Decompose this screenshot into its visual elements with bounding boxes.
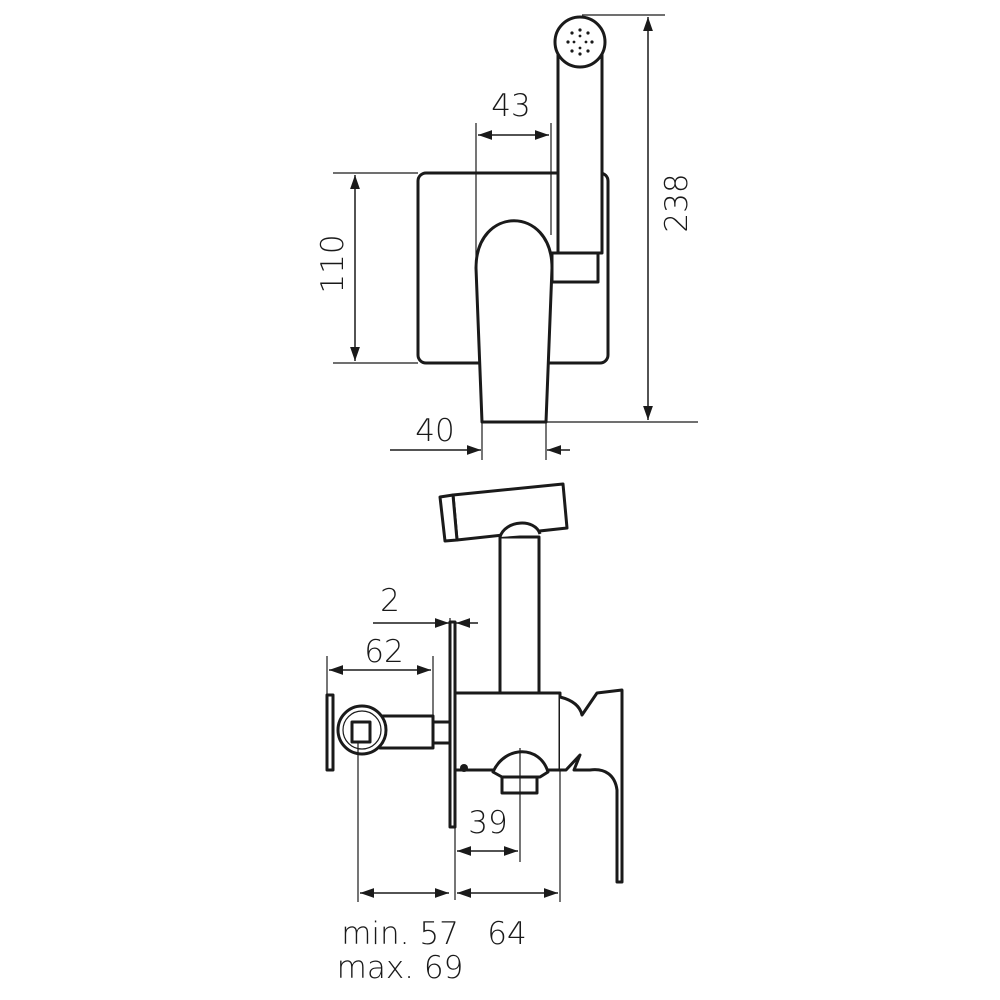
dimension-label-min: min. 57 [341,916,459,952]
shower-head-icon [553,15,607,69]
dimension-label: 43 [491,88,530,124]
front-view: 43 110 238 40 [315,14,698,460]
dimension-110: 110 [315,172,418,364]
dimension-label: 2 [380,583,400,619]
dimension-label-64: 64 [487,916,526,952]
dimension-label-max: max. 69 [337,950,464,986]
dimension-40: 40 [390,413,570,460]
shower-head-cap [438,493,459,543]
dimension-62: 62 [326,634,434,716]
valve-flange [325,693,335,772]
dimension-238: 238 [546,14,698,423]
dimension-label: 40 [415,413,454,449]
dimension-43: 43 [475,88,552,265]
side-view: 2 62 39 min. 57 max. 69 64 [325,482,624,986]
lever-handle [559,688,624,884]
dimension-39: 39 [454,748,521,900]
hand-shower-holder [550,251,600,284]
dimension-2: 2 [373,583,478,630]
dimension-label: 39 [468,805,507,841]
connection-nut [431,720,452,745]
dimension-min-max: min. 57 max. 69 64 [337,742,561,986]
valve-square [350,720,372,744]
connection-pipe [378,714,435,750]
dimension-label: 62 [364,634,403,670]
mixer-handle [474,219,554,424]
dimension-label: 110 [315,234,351,293]
screw-dot [460,764,468,772]
dimension-label: 238 [659,173,695,232]
stem-joint [498,521,542,538]
hand-shower-stem [498,535,541,693]
hand-shower-body [556,53,604,255]
